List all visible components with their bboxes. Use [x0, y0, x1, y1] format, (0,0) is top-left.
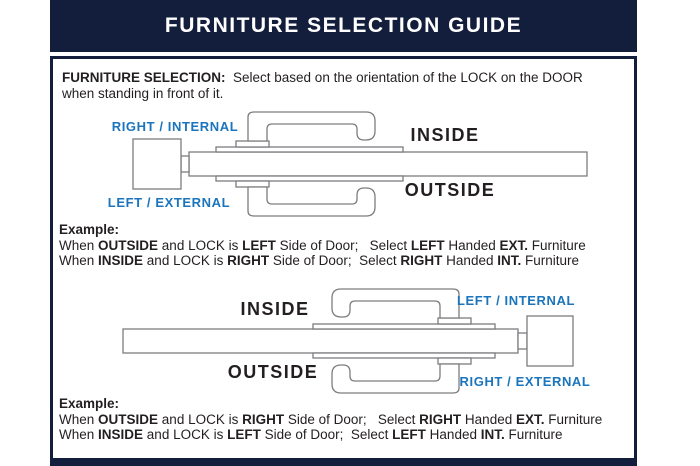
example-heading: Example: [59, 396, 120, 411]
lever-handle-outside [247, 186, 376, 217]
lock-body [526, 315, 574, 367]
intro-line-1: FURNITURE SELECTION: Select based on the… [62, 70, 583, 85]
handle-rose-outside [437, 357, 472, 365]
example-heading: Example: [59, 222, 120, 237]
lock-side-top-label: RIGHT / INTERNAL [112, 119, 239, 134]
door-panel [122, 328, 519, 354]
diagram-lock-left: RIGHT / INTERNAL LEFT / EXTERNAL INSIDE … [108, 111, 588, 217]
handle-rose-inside [437, 317, 472, 325]
example-rule-outside: When OUTSIDE and LOCK is RIGHT Side of D… [59, 411, 603, 427]
lever-handle-inside [331, 288, 460, 319]
door-panel [188, 151, 588, 177]
lock-side-top-label: LEFT / INTERNAL [457, 293, 575, 308]
intro-line-2: when standing in front of it. [62, 86, 224, 101]
inside-label: INSIDE [410, 125, 479, 145]
lock-side-bottom-label: LEFT / EXTERNAL [108, 195, 230, 210]
example-rule-outside: When OUTSIDE and LOCK is LEFT Side of Do… [59, 237, 586, 253]
example-rule-inside: When INSIDE and LOCK is RIGHT Side of Do… [59, 253, 580, 268]
backplate-outside [215, 175, 404, 182]
lever-handle-inside [247, 111, 376, 142]
outside-label: OUTSIDE [405, 180, 496, 200]
spindle [180, 155, 190, 173]
backplate-inside [312, 323, 496, 330]
diagram-lock-right: INSIDE OUTSIDE LEFT / INTERNAL RIGHT / E… [122, 288, 591, 394]
handle-rose-outside [235, 180, 270, 188]
lock-side-bottom-label: RIGHT / EXTERNAL [460, 374, 591, 389]
spindle [517, 332, 528, 350]
content-box: FURNITURE SELECTION: Select based on the… [50, 56, 637, 466]
backplate-outside [312, 352, 496, 359]
outside-label: OUTSIDE [228, 362, 319, 382]
example-block-2: Example: When OUTSIDE and LOCK is RIGHT … [59, 396, 637, 443]
example-rule-inside: When INSIDE and LOCK is LEFT Side of Doo… [59, 427, 563, 442]
example-block-1: Example: When OUTSIDE and LOCK is LEFT S… [59, 222, 637, 269]
intro-text: FURNITURE SELECTION: Select based on the… [62, 70, 634, 102]
guide-title: FURNITURE SELECTION GUIDE [164, 14, 523, 37]
lock-body [132, 138, 182, 190]
lever-handle-outside [331, 363, 460, 394]
handle-rose-inside [235, 140, 270, 148]
backplate-inside [215, 146, 404, 153]
guide-header: FURNITURE SELECTION GUIDE [50, 0, 637, 52]
inside-label: INSIDE [240, 299, 309, 319]
